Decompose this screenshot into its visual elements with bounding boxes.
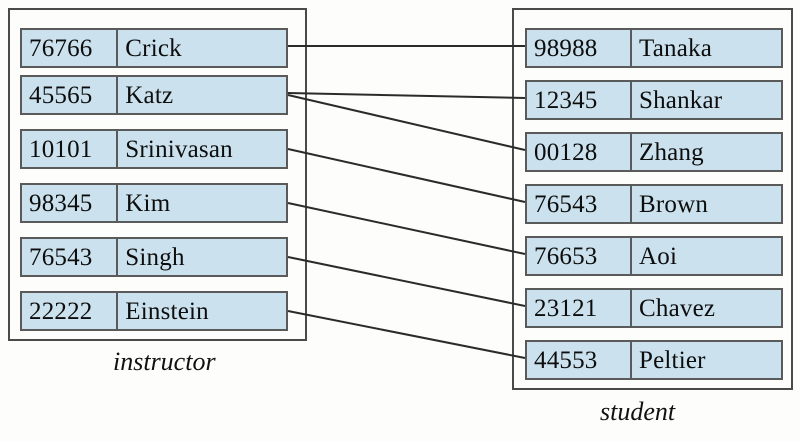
instructor-name-cell: Srinivasan — [125, 135, 233, 163]
instructor-name-cell: Crick — [125, 34, 182, 62]
instructor-id-cell: 98345 — [22, 185, 119, 221]
instructor-row: 45565 Katz — [20, 75, 288, 115]
instructor-caption: instructor — [113, 347, 216, 376]
student-row: 76543 Brown — [525, 184, 783, 224]
instructor-name-cell: Kim — [125, 189, 171, 217]
student-row: 23121 Chavez — [525, 288, 783, 328]
instructor-id-cell: 45565 — [22, 77, 119, 113]
student-id-cell: 12345 — [527, 82, 632, 118]
student-name-cell: Shankar — [639, 86, 723, 114]
student-caption: student — [600, 397, 676, 426]
instructor-id-cell: 10101 — [22, 131, 119, 167]
connector-einstein-peltier — [287, 310, 526, 359]
connector-katz-shankar — [287, 92, 526, 99]
student-name-cell: Tanaka — [639, 34, 713, 62]
instructor-row: 76543 Singh — [20, 237, 288, 277]
student-id-cell: 76543 — [527, 186, 632, 222]
connector-kim-aoi — [287, 202, 526, 255]
instructor-id-cell: 76543 — [22, 239, 119, 275]
student-row: 44553 Peltier — [525, 340, 783, 380]
student-name-cell: Brown — [639, 190, 709, 218]
student-relation-frame: 98988 Tanaka 12345 Shankar 00128 Zhang 7… — [512, 8, 793, 390]
instructor-name-cell: Katz — [125, 81, 174, 109]
student-name-cell: Zhang — [639, 138, 704, 166]
student-row: 00128 Zhang — [525, 132, 783, 172]
connector-srinivasan-brown — [287, 148, 526, 203]
student-id-cell: 98988 — [527, 30, 632, 66]
instructor-row: 76766 Crick — [20, 28, 288, 68]
student-name-cell: Chavez — [639, 294, 716, 322]
instructor-relation-frame: 76766 Crick 45565 Katz 10101 Srinivasan … — [8, 8, 307, 341]
student-id-cell: 76653 — [527, 238, 632, 274]
student-row: 12345 Shankar — [525, 80, 783, 120]
student-name-cell: Peltier — [639, 346, 706, 374]
instructor-row: 10101 Srinivasan — [20, 129, 288, 169]
instructor-name-cell: Einstein — [125, 297, 209, 325]
student-id-cell: 44553 — [527, 342, 632, 378]
student-name-cell: Aoi — [639, 242, 678, 270]
student-id-cell: 23121 — [527, 290, 632, 326]
instructor-row: 98345 Kim — [20, 183, 288, 223]
student-id-cell: 00128 — [527, 134, 632, 170]
instructor-row: 22222 Einstein — [20, 291, 288, 331]
instructor-name-cell: Singh — [125, 243, 185, 271]
student-row: 76653 Aoi — [525, 236, 783, 276]
student-row: 98988 Tanaka — [525, 28, 783, 68]
connector-katz-zhang — [287, 94, 526, 151]
instructor-id-cell: 22222 — [22, 293, 119, 329]
instructor-id-cell: 76766 — [22, 30, 119, 66]
connector-singh-chavez — [287, 256, 526, 307]
